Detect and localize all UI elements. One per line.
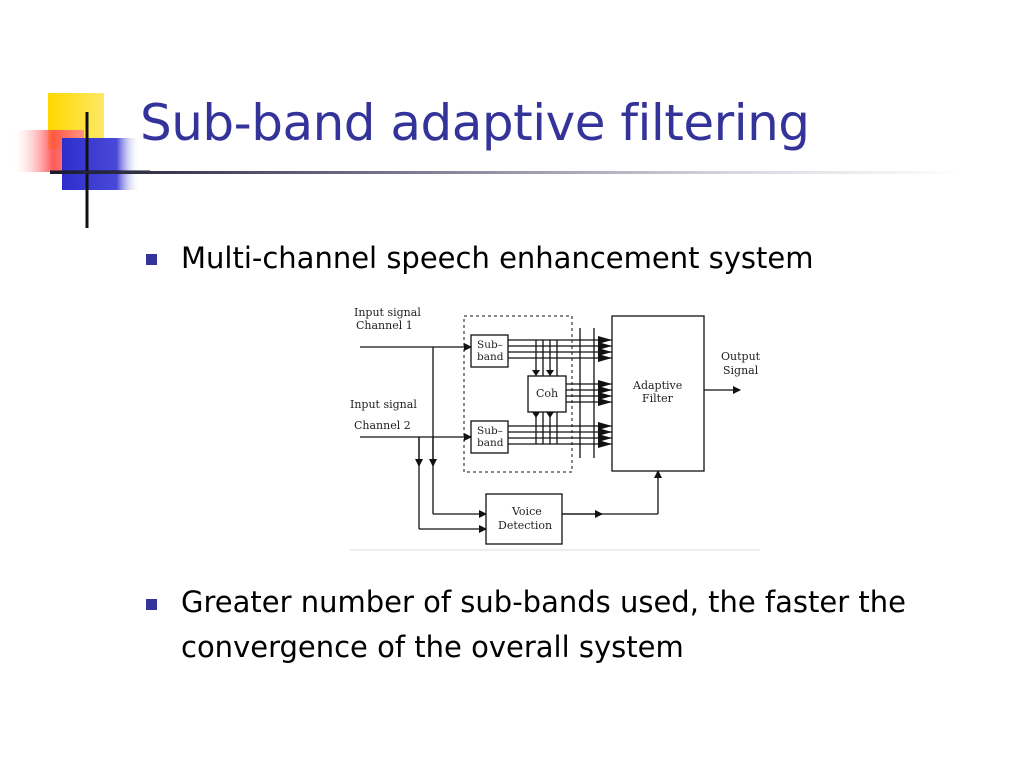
title-underline — [50, 171, 964, 174]
corner-decoration-icon — [14, 93, 150, 228]
input2-label-line2: Channel 2 — [354, 419, 411, 432]
bullet-text-1: Multi-channel speech enhancement system — [181, 241, 814, 275]
input2-label: Input signal — [350, 398, 417, 411]
subband1-label: Sub– — [477, 339, 503, 351]
adaptive-filter-label-line2: Filter — [642, 392, 674, 405]
coh-box — [527, 375, 567, 413]
output-label-line2: Signal — [723, 364, 759, 377]
bullet-icon — [146, 599, 157, 610]
voice-detection-label-line2: Detection — [498, 519, 552, 532]
bullet-icon — [146, 254, 157, 265]
adaptive-filter-box — [611, 315, 705, 472]
input1-label: Input signal — [354, 306, 421, 319]
voice-detection-label: Voice — [511, 505, 542, 518]
bullet-text-2: Greater number of sub-bands used, the fa… — [181, 585, 906, 664]
subband-box-2 — [470, 420, 509, 454]
output-label: Output — [721, 350, 761, 363]
slide-title: Sub-band adaptive filtering — [140, 94, 810, 152]
adaptive-filter-label: Adaptive — [632, 379, 682, 392]
coh-label: Coh — [536, 387, 558, 400]
subband1-label-line2: band — [477, 351, 504, 363]
input1-label-line2: Channel 1 — [356, 319, 413, 332]
block-diagram: Input signal Channel 1 Input signal Chan… — [350, 306, 761, 551]
subband-box-1 — [470, 334, 509, 368]
voice-detection-box — [485, 493, 563, 545]
subband2-label-line2: band — [477, 437, 504, 449]
subband2-label: Sub– — [477, 425, 503, 437]
